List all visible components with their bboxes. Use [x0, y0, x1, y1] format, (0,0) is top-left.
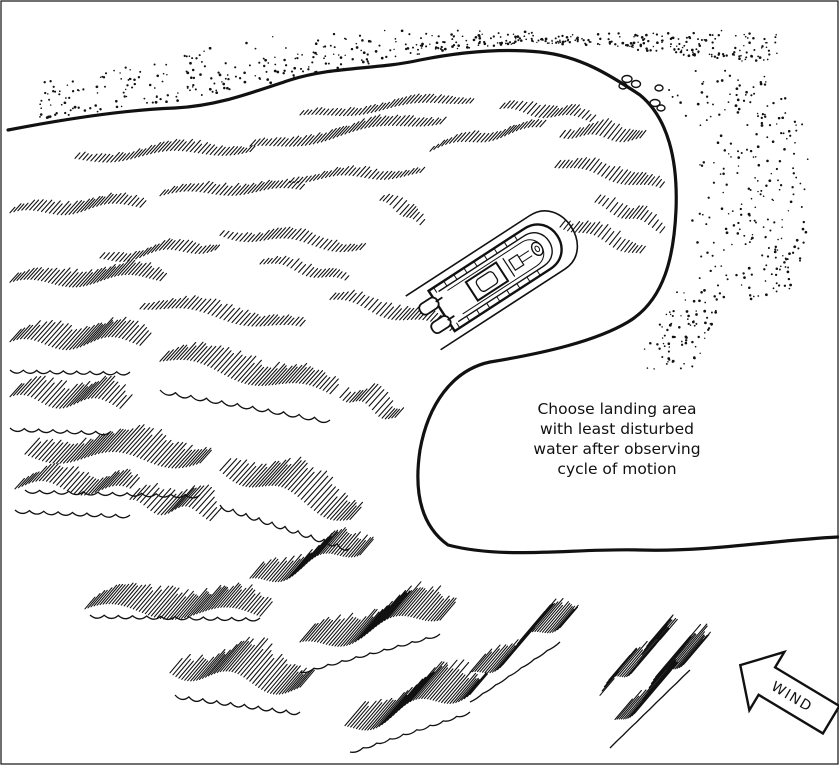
caption-line-1: Choose landing area	[537, 400, 696, 418]
caption-line-3: water after observing	[533, 440, 700, 458]
caption-line-4: cycle of motion	[557, 460, 676, 478]
caption-line-2: with least disturbed	[540, 420, 694, 438]
